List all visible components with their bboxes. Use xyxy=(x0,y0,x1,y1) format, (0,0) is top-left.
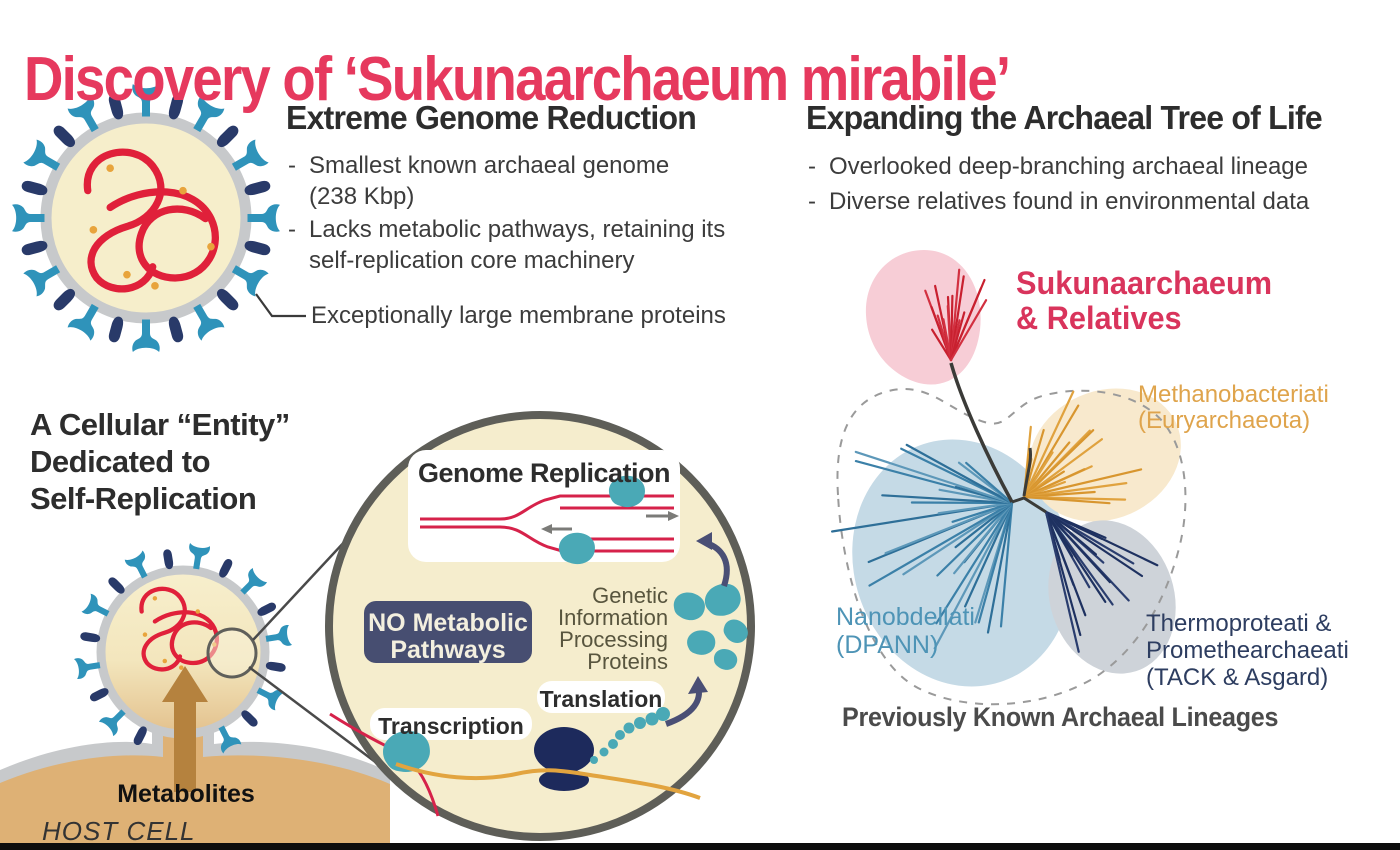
sukunaarchaeum-cell-illustration xyxy=(73,542,293,792)
thermoproteati-label: Thermoproteati & Promethearchaeati (TACK… xyxy=(1146,610,1349,691)
list-item: - Lacks metabolic pathways, retaining it… xyxy=(288,216,726,274)
sukunaarchaeum-branches xyxy=(924,268,988,362)
genome-reduction-heading: Extreme Genome Reduction xyxy=(286,99,697,136)
mrna-strand xyxy=(395,762,701,800)
nanobdellati-label: Nanobdellati (DPANN) xyxy=(836,603,975,659)
tree-hub-links xyxy=(1011,447,1047,514)
tree-of-life-heading: Expanding the Archaeal Tree of Life xyxy=(806,99,1323,136)
genome-replication-panel xyxy=(408,450,680,562)
tree-of-life-bullets: - Overlooked deep-branching archaeal lin… xyxy=(808,150,1309,220)
membrane-protein-callout: Exceptionally large membrane proteins xyxy=(311,302,726,329)
metabolites-arrow xyxy=(162,666,208,792)
methanobacteriati-branches xyxy=(1022,390,1143,505)
gip-proteins-label: Genetic Information Processing Proteins xyxy=(558,583,669,674)
ribosome-large-subunit xyxy=(534,727,594,773)
thermoproteati-branches xyxy=(1044,510,1159,653)
magnifier-cone-line-bottom xyxy=(248,666,387,771)
list-item: - Overlooked deep-branching archaeal lin… xyxy=(808,153,1308,180)
tree-caption: Previously Known Archaeal Lineages xyxy=(842,702,1279,732)
translation-label: Translation xyxy=(539,686,663,712)
cycle-arrows xyxy=(664,532,730,727)
membrane-protein-pointer-line xyxy=(255,293,306,318)
methanobacteriati-label: Methanobacteriati (Euryarchaeota) xyxy=(1138,381,1329,434)
genome-reduction-bullets: - Smallest known archaeal genome (238 Kb… xyxy=(288,150,725,278)
bottom-letterbox-bar xyxy=(0,843,1400,850)
methanobacteriati-cluster-blob xyxy=(1029,388,1181,522)
no-metabolic-pathways-box xyxy=(364,601,532,663)
magnifier-circle xyxy=(206,627,258,679)
polymerase-blob xyxy=(558,532,595,565)
sukunaarchaeum-label: Sukunaarchaeum & Relatives xyxy=(1016,265,1273,336)
no-metabolic-pathways-label: NO Metabolic Pathways xyxy=(368,609,528,664)
genome-replication-label: Genome Replication xyxy=(417,458,671,488)
nascent-protein-beads xyxy=(590,707,670,764)
archaeal-cell-illustration xyxy=(12,84,280,352)
list-item: - Diverse relatives found in environment… xyxy=(808,188,1310,215)
cellular-entity-heading: A Cellular “Entity” Dedicated to Self-Re… xyxy=(30,407,290,516)
translation-pill xyxy=(537,681,665,713)
page-title: Discovery of ‘Sukunaarchaeum mirabile’ xyxy=(24,44,1011,114)
transcription-label: Transcription xyxy=(378,713,524,739)
tree-main-stem xyxy=(949,362,1014,503)
metabolites-label: Metabolites xyxy=(117,780,255,808)
list-item: - Smallest known archaeal genome (238 Kb… xyxy=(288,152,670,210)
replication-direction-arrows xyxy=(541,511,679,534)
magnified-cell-interior xyxy=(325,411,755,841)
nanobdellati-branches xyxy=(830,443,1014,650)
host-cell-label: HOST CELL xyxy=(42,816,196,846)
phylogenetic-tree xyxy=(830,250,1187,706)
